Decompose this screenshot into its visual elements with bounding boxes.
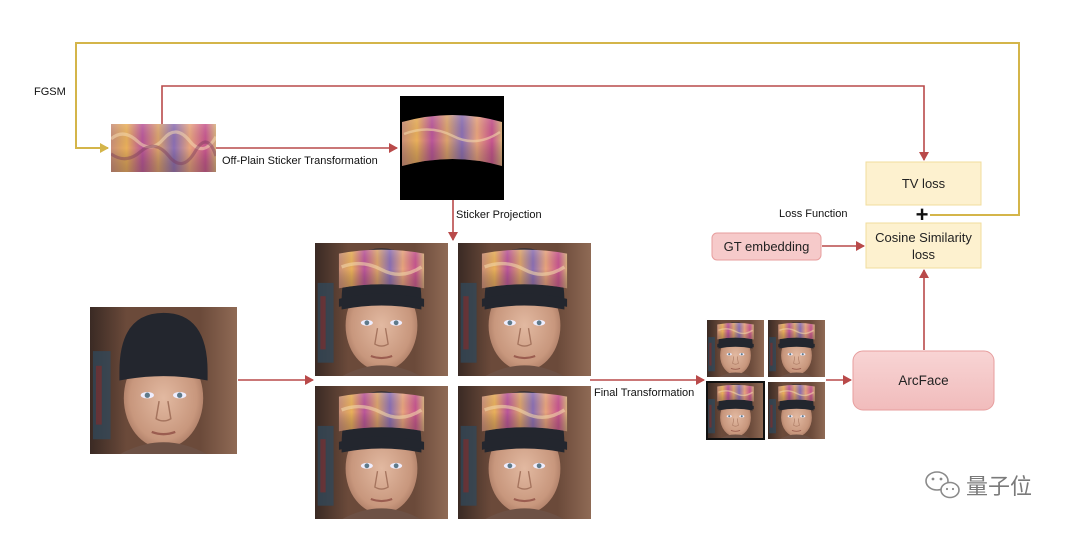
transformed-face-small-3 — [706, 381, 765, 440]
watermark-text: 量子位 — [966, 475, 1032, 500]
adversarial-sticker-image — [111, 124, 216, 172]
loss-function-label: Loss Function — [779, 208, 847, 220]
transformed-face-small-1 — [707, 320, 764, 379]
sticker-projection-label: Sticker Projection — [456, 209, 542, 221]
cosine-label-line1: Cosine Similarity — [875, 230, 972, 245]
projected-face-bottom-left — [315, 386, 448, 524]
tv-loss-label: TV loss — [902, 176, 946, 191]
wechat-icon — [925, 471, 960, 499]
cosine-label-line2: loss — [912, 247, 936, 262]
transformed-face-small-4 — [768, 382, 825, 441]
transformed-sticker-image — [400, 96, 504, 200]
fgsm-label: FGSM — [34, 86, 66, 98]
off-plain-label: Off-Plain Sticker Transformation — [222, 155, 378, 167]
transformed-face-small-2 — [768, 320, 825, 379]
projected-face-bottom-right — [458, 386, 591, 524]
fgsm-feedback-line — [75, 42, 1020, 216]
projected-face-top-left — [315, 243, 448, 381]
plus-sign: + — [916, 202, 929, 227]
cosine-similarity-loss-box: Cosine Similarity loss — [865, 222, 982, 269]
tv-loss-box: TV loss — [865, 161, 982, 206]
projected-face-top-right — [458, 243, 591, 381]
arcface-label: ArcFace — [898, 373, 948, 388]
gt-embedding-label: GT embedding — [724, 239, 810, 254]
gt-embedding-box: GT embedding — [711, 232, 822, 261]
final-transformation-label: Final Transformation — [594, 387, 694, 399]
arcface-box: ArcFace — [852, 350, 995, 411]
original-face-photo — [90, 307, 237, 454]
sticker-to-tv-loss-line — [161, 85, 929, 161]
